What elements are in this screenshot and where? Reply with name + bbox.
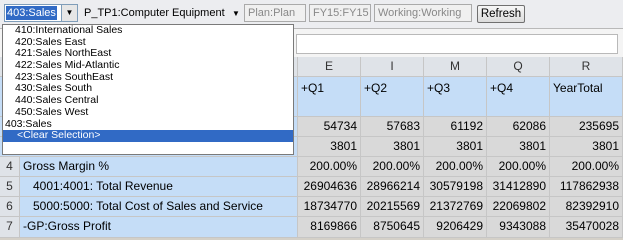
data-cell[interactable]: 35470028 <box>550 217 623 238</box>
scenario-label: Plan:Plan <box>244 4 306 22</box>
dropdown-option[interactable]: 422:Sales Mid-Atlantic <box>15 59 120 72</box>
entity-combo-value: 403:Sales <box>6 6 57 20</box>
row-label-total-cost[interactable]: 5000:5000: Total Cost of Sales and Servi… <box>20 197 298 217</box>
dropdown-option[interactable]: 440:Sales Central <box>15 94 99 107</box>
data-cell[interactable]: 22069802 <box>487 197 550 217</box>
data-cell[interactable]: 3801 <box>424 137 487 157</box>
chevron-down-icon[interactable]: ▼ <box>232 9 240 18</box>
data-cell[interactable]: 21372769 <box>424 197 487 217</box>
row-number[interactable]: 4 <box>0 157 20 177</box>
row-label-gross-profit[interactable]: -GP:Gross Profit <box>20 217 298 238</box>
column-header-q[interactable]: Q <box>487 57 550 77</box>
data-cell[interactable]: 3801 <box>550 137 623 157</box>
data-cell[interactable]: 26904636 <box>298 177 361 197</box>
refresh-button[interactable]: Refresh <box>477 5 525 23</box>
column-header-r[interactable]: R <box>550 57 623 77</box>
row-number[interactable]: 7 <box>0 217 20 238</box>
data-cell[interactable]: 30579198 <box>424 177 487 197</box>
data-cell[interactable]: 9206429 <box>424 217 487 238</box>
version-label: Working:Working <box>374 4 472 22</box>
data-cell[interactable]: 18734770 <box>298 197 361 217</box>
period-header-q3[interactable]: +Q3 <box>424 77 487 117</box>
dropdown-option[interactable]: 403:Sales <box>5 117 52 130</box>
data-cell[interactable]: 200.00% <box>550 157 623 177</box>
data-cell[interactable]: 8750645 <box>361 217 424 238</box>
data-cell[interactable]: 62086 <box>487 117 550 137</box>
data-cell[interactable]: 8169866 <box>298 217 361 238</box>
dropdown-option[interactable]: 430:Sales South <box>15 82 93 95</box>
dropdown-option[interactable]: 420:Sales East <box>15 35 86 48</box>
data-cell[interactable]: 117862938 <box>550 177 623 197</box>
formula-field[interactable] <box>296 34 618 54</box>
period-header-q4[interactable]: +Q4 <box>487 77 550 117</box>
row-number[interactable]: 5 <box>0 177 20 197</box>
chevron-down-icon[interactable]: ▼ <box>61 5 77 21</box>
period-header-yeartotal[interactable]: YearTotal <box>550 77 623 117</box>
data-cell[interactable]: 200.00% <box>424 157 487 177</box>
data-cell[interactable]: 31412890 <box>487 177 550 197</box>
row-label-gross-margin[interactable]: Gross Margin % <box>20 157 298 177</box>
pov-toolbar: 403:Sales ▼ P_TP1:Computer Equipment ▼ P… <box>0 0 623 28</box>
entity-dropdown-list[interactable]: 410:International Sales 420:Sales East 4… <box>2 24 294 155</box>
column-header-i[interactable]: I <box>361 57 424 77</box>
data-cell[interactable]: 54734 <box>298 117 361 137</box>
column-header-e[interactable]: E <box>298 57 361 77</box>
row-number[interactable]: 6 <box>0 197 20 217</box>
data-cell[interactable]: 82392910 <box>550 197 623 217</box>
dropdown-option[interactable]: 423:Sales SouthEast <box>15 70 114 83</box>
product-combo[interactable]: P_TP1:Computer Equipment <box>84 4 225 23</box>
period-header-q1[interactable]: +Q1 <box>298 77 361 117</box>
data-cell[interactable]: 28966214 <box>361 177 424 197</box>
data-cell[interactable]: 200.00% <box>298 157 361 177</box>
dropdown-option[interactable]: 421:Sales NorthEast <box>15 47 112 60</box>
period-header-q2[interactable]: +Q2 <box>361 77 424 117</box>
data-cell[interactable]: 57683 <box>361 117 424 137</box>
data-cell[interactable]: 3801 <box>487 137 550 157</box>
column-header-m[interactable]: M <box>424 57 487 77</box>
product-combo-value: P_TP1:Computer Equipment <box>84 7 225 19</box>
clear-selection-option[interactable]: <Clear Selection> <box>3 129 293 142</box>
year-label: FY15:FY15 <box>309 4 371 22</box>
row-label-total-revenue[interactable]: 4001:4001: Total Revenue <box>20 177 298 197</box>
data-cell[interactable]: 200.00% <box>487 157 550 177</box>
data-cell[interactable]: 235695 <box>550 117 623 137</box>
data-cell[interactable]: 3801 <box>298 137 361 157</box>
data-cell[interactable]: 61192 <box>424 117 487 137</box>
data-cell[interactable]: 20215569 <box>361 197 424 217</box>
dropdown-option[interactable]: 450:Sales West <box>15 105 89 118</box>
data-cell[interactable]: 200.00% <box>361 157 424 177</box>
entity-combo[interactable]: 403:Sales ▼ <box>4 4 78 22</box>
data-cell[interactable]: 3801 <box>361 137 424 157</box>
dropdown-option[interactable]: 410:International Sales <box>15 24 123 36</box>
data-cell[interactable]: 9343088 <box>487 217 550 238</box>
